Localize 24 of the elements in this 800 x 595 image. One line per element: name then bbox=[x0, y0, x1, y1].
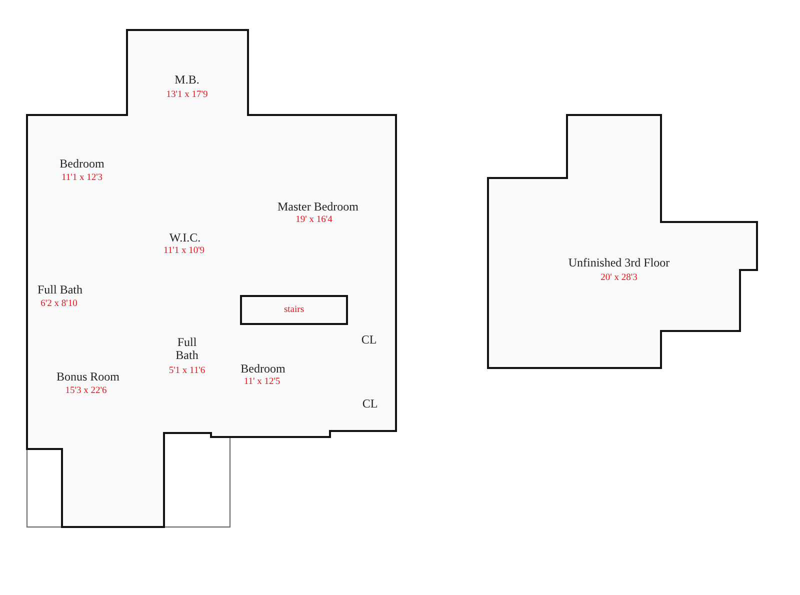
room-name: Bedroom bbox=[240, 362, 286, 376]
room-name: Full Bath bbox=[174, 336, 200, 362]
room-name: Full Bath bbox=[38, 283, 82, 297]
room-dimensions: 6'2 x 8'10 bbox=[40, 298, 78, 310]
room-name: W.I.C. bbox=[169, 231, 201, 245]
room-name: Bonus Room bbox=[56, 370, 120, 384]
room-dimensions: 5'1 x 11'6 bbox=[168, 366, 206, 376]
room-name: CL bbox=[361, 333, 377, 347]
room-dimensions: 15'3 x 22'6 bbox=[65, 386, 107, 396]
room-dimensions: 19' x 16'4 bbox=[296, 214, 332, 226]
room-name: Master Bedroom bbox=[278, 200, 358, 214]
stairs-label: stairs bbox=[284, 305, 304, 315]
floor-outline bbox=[488, 115, 757, 368]
floor-plan-outline bbox=[27, 30, 396, 527]
room-name: M.B. bbox=[174, 73, 200, 87]
stairs-box bbox=[240, 295, 348, 325]
room-dimensions: 20' x 28'3 bbox=[600, 272, 638, 284]
room-dimensions: 11'1 x 10'9 bbox=[163, 246, 205, 256]
room-name: Unfinished 3rd Floor bbox=[568, 256, 670, 270]
room-name: Bedroom bbox=[60, 157, 104, 171]
room-dimensions: 11' x 12'5 bbox=[244, 376, 280, 388]
room-dimensions: 13'1 x 17'9 bbox=[166, 90, 208, 100]
room-dimensions: 11'1 x 12'3 bbox=[61, 172, 103, 184]
room-name: CL bbox=[362, 397, 378, 411]
